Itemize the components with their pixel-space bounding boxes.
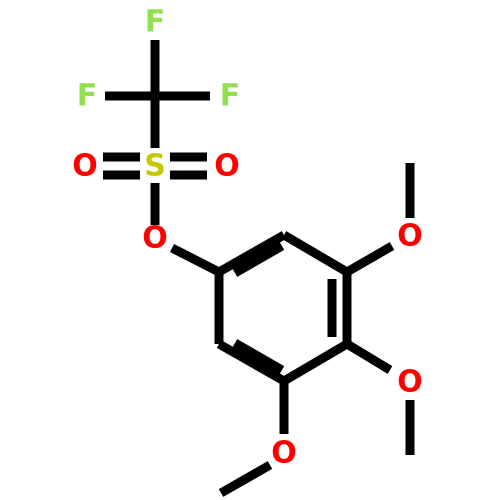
atom-labels: F F F S O O O O O O — [72, 5, 423, 471]
bond-ring-5 — [216, 340, 287, 385]
bond-ring-1 — [216, 231, 287, 276]
bond-o5-me — [218, 461, 273, 497]
bonds — [103, 40, 415, 497]
atom-o-s-left: O — [72, 149, 98, 184]
bond-ring-4 — [281, 340, 350, 385]
atom-o-methoxy-4: O — [397, 365, 423, 400]
atom-f-left: F — [77, 79, 98, 114]
atom-o-methoxy-3: O — [397, 219, 423, 254]
bond-ring-o4 — [344, 340, 393, 374]
bond-ring-o3 — [344, 242, 395, 276]
bond-ring-2 — [281, 231, 350, 276]
atom-s: S — [144, 149, 166, 184]
atom-o-ester: O — [142, 221, 168, 256]
atom-f-right: F — [220, 79, 241, 114]
atom-o-methoxy-5: O — [271, 436, 297, 471]
atom-f-top: F — [145, 5, 166, 40]
bond-o-ring — [169, 243, 222, 277]
bond-ring-inner-3 — [232, 339, 285, 374]
atom-o-s-right: O — [214, 149, 240, 184]
bond-ring-inner-1 — [232, 242, 285, 277]
